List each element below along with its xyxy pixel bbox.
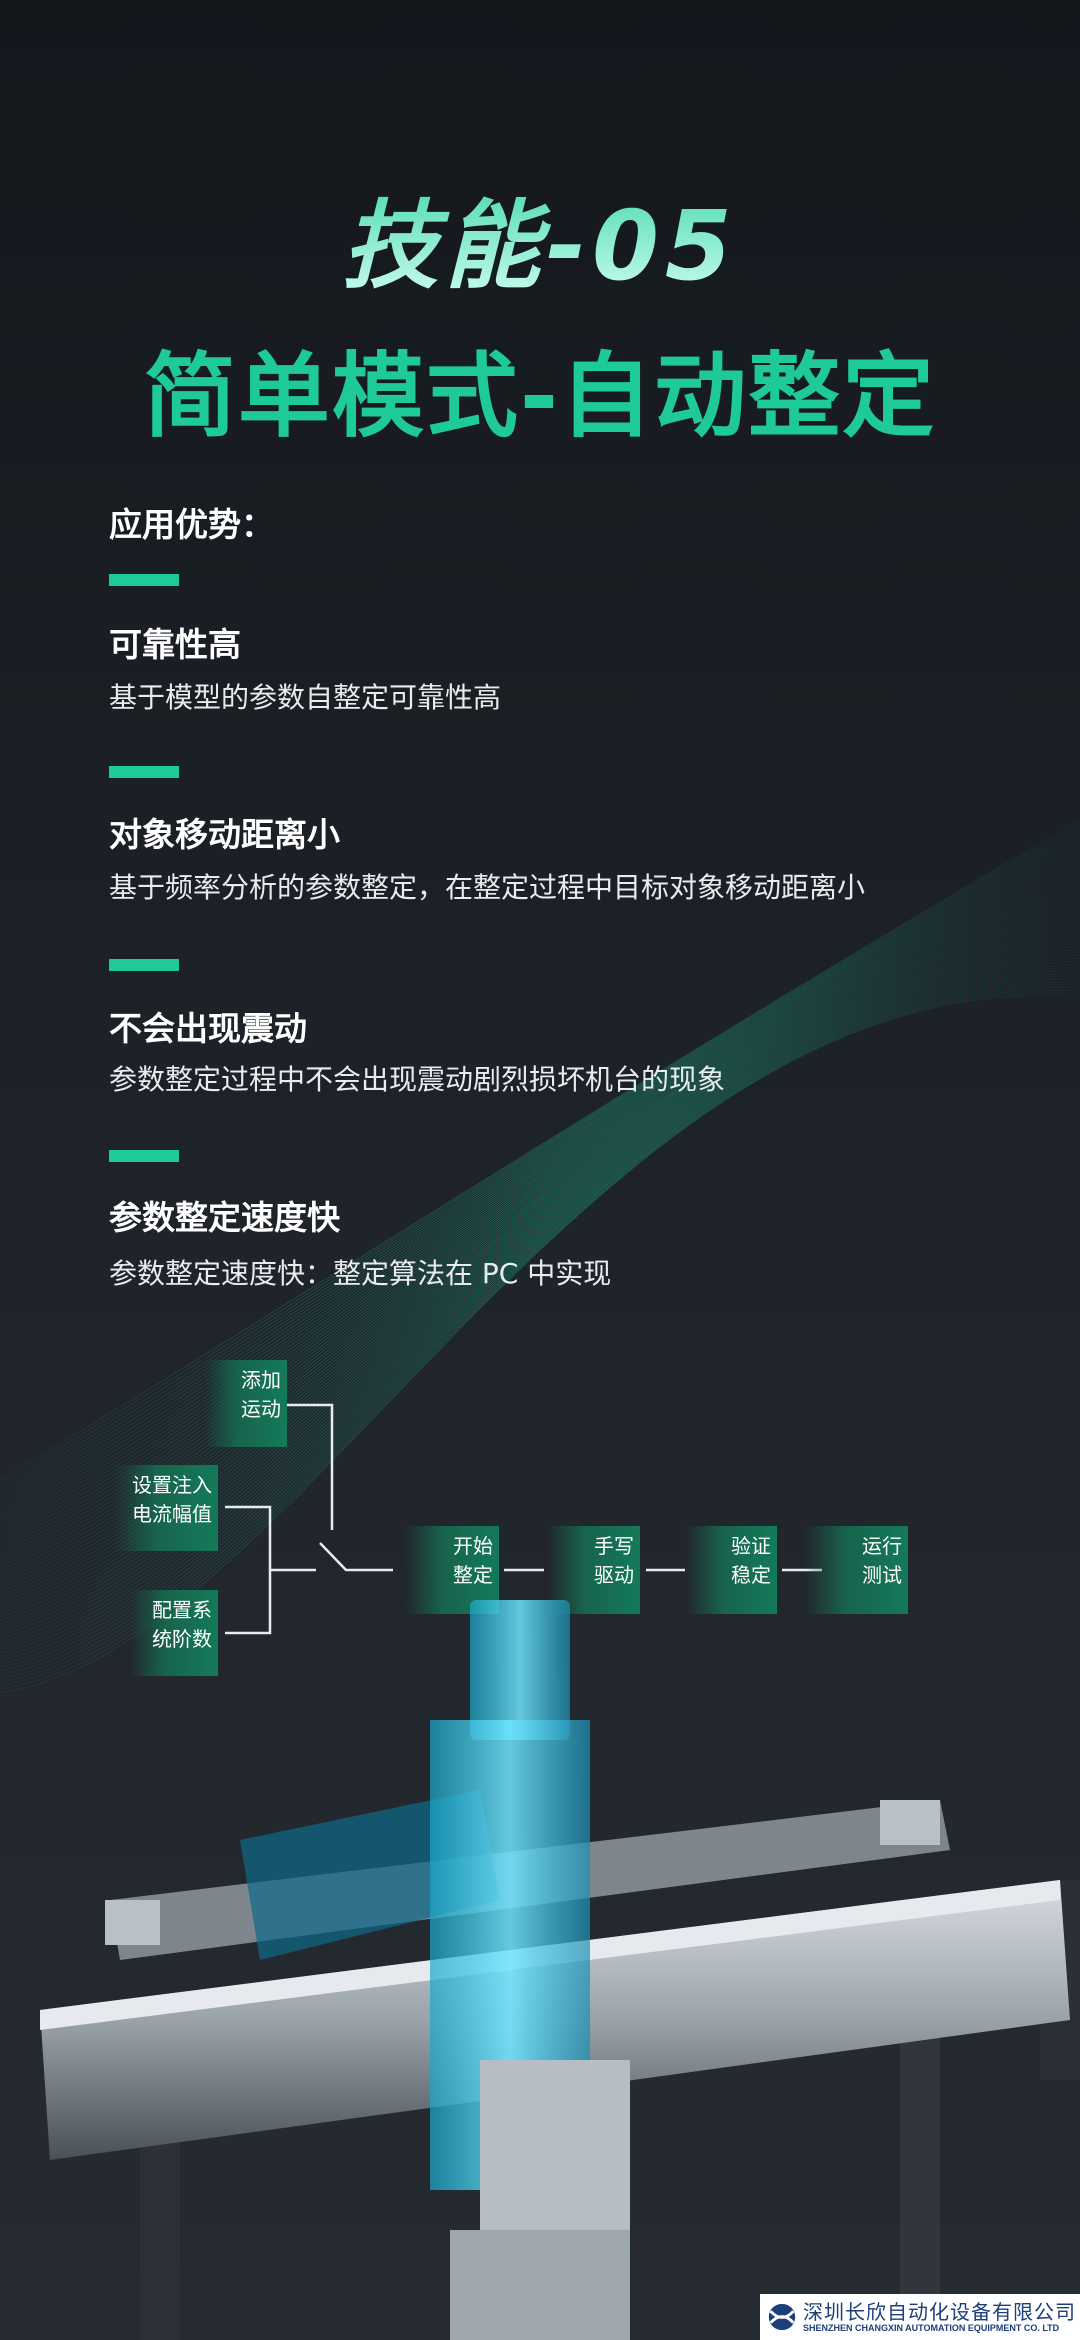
flow-box-line: 驱动 [594, 1563, 634, 1587]
wave-line [0, 960, 1080, 1650]
wave-line [0, 945, 1080, 1632]
wave-line [0, 948, 1080, 1636]
accent-bar [109, 959, 179, 971]
wave-line [0, 837, 1080, 1503]
wave-line [0, 951, 1080, 1639]
wave-line [0, 942, 1080, 1629]
flow-step-run-test: 运行测试 [805, 1526, 908, 1614]
flow-box-set-current: 设置注入电流幅值 [115, 1465, 218, 1551]
company-logo-icon [768, 2303, 796, 2331]
advantage-heading: 可靠性高 [109, 625, 241, 664]
wave-line [0, 831, 1080, 1495]
flow-box-line: 运动 [241, 1397, 281, 1421]
advantage-desc: 参数整定速度快：整定算法在 PC 中实现 [109, 1257, 612, 1290]
wave-line [0, 936, 1080, 1621]
wave-line [0, 855, 1080, 1524]
flow-box-line: 统阶数 [152, 1627, 212, 1651]
wave-line [0, 861, 1080, 1531]
page-title: 技能-05 [0, 168, 1080, 307]
flow-box-line: 设置注入 [132, 1473, 212, 1497]
flow-step-start: 开始整定 [405, 1526, 499, 1614]
wave-line [0, 954, 1080, 1643]
wave-line [0, 849, 1080, 1517]
flow-box-line: 整定 [453, 1563, 493, 1587]
wave-line [0, 957, 1080, 1647]
wave-line [0, 846, 1080, 1513]
accent-bar [109, 574, 179, 586]
flow-box-line: 添加 [241, 1368, 281, 1392]
wave-line [0, 858, 1080, 1528]
accent-bar [109, 1150, 179, 1162]
wave-line [0, 852, 1080, 1521]
company-name-cn: 深圳长欣自动化设备有限公司 [803, 2299, 1076, 2324]
wave-line [0, 843, 1080, 1510]
wave-line [0, 939, 1080, 1625]
page-subtitle: 简单模式-自动整定 [143, 343, 937, 450]
flow-box-add-motion: 添加运动 [205, 1360, 287, 1447]
wave-line [0, 864, 1080, 1535]
flow-step-drive: 手写驱动 [548, 1526, 640, 1614]
flow-step-verify: 验证稳定 [686, 1526, 777, 1614]
advantage-desc: 基于模型的参数自整定可靠性高 [109, 681, 502, 714]
flow-box-line: 运行 [862, 1534, 902, 1558]
flow-box-line: 配置系 [152, 1598, 212, 1622]
wave-line [0, 867, 1080, 1539]
flow-box-line: 手写 [594, 1534, 634, 1558]
flow-box-line: 稳定 [731, 1563, 771, 1587]
accent-bar [109, 766, 179, 778]
wave-line [0, 822, 1080, 1485]
wave-line [0, 834, 1080, 1499]
advantages-label: 应用优势： [109, 505, 274, 544]
flow-box-line: 电流幅值 [132, 1502, 212, 1526]
gantry-machine-illustration [40, 1600, 1080, 2340]
flow-box-system-order: 配置系统阶数 [130, 1590, 218, 1676]
flow-box-line: 测试 [862, 1563, 902, 1587]
flow-box-line: 开始 [453, 1534, 493, 1558]
advantage-desc: 参数整定过程中不会出现震动剧烈损坏机台的现象 [109, 1063, 726, 1096]
company-logo: 深圳长欣自动化设备有限公司 SHENZHEN CHANGXIN AUTOMATI… [760, 2294, 1080, 2340]
advantage-heading: 不会出现震动 [109, 1009, 307, 1048]
flow-box-line: 验证 [731, 1534, 771, 1558]
advantage-desc: 基于频率分析的参数整定，在整定过程中目标对象移动距离小 [109, 871, 866, 904]
company-name-en: SHENZHEN CHANGXIN AUTOMATION EQUIPMENT C… [803, 2322, 1060, 2333]
wave-line [0, 828, 1080, 1492]
wave-line [0, 840, 1080, 1506]
advantage-heading: 对象移动距离小 [109, 815, 340, 854]
wave-line [0, 819, 1080, 1481]
wave-line [0, 825, 1080, 1488]
advantage-heading: 参数整定速度快 [109, 1198, 340, 1237]
wave-line [0, 933, 1080, 1618]
